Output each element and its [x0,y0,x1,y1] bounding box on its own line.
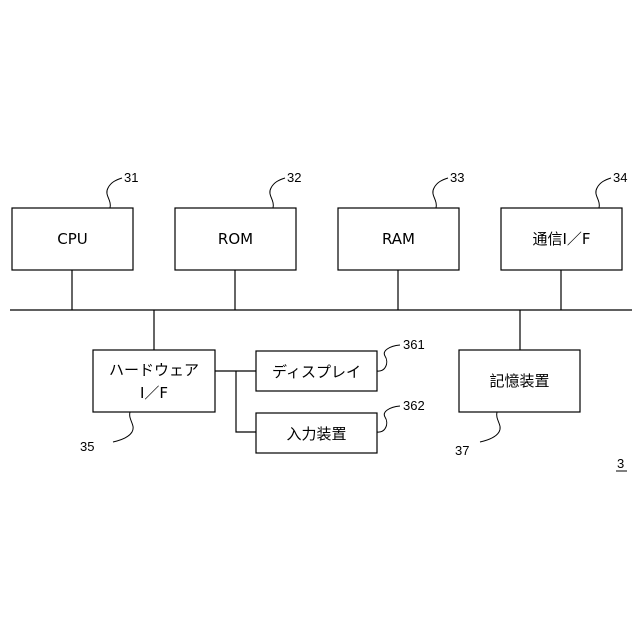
ram-block: RAM 33 [338,170,464,270]
hw-if-label-line1: ハードウェア [109,361,199,379]
hw-if-input-link [236,371,256,432]
hw-if-leader [113,412,133,442]
rom-ref: 32 [287,170,301,185]
rom-leader [270,178,285,208]
rom-label: ROM [218,230,253,248]
cpu-block: CPU 31 [12,170,138,270]
display-block: ディスプレイ 361 [256,337,425,391]
comm-if-label: 通信I／F [532,230,590,248]
display-label: ディスプレイ [272,363,361,381]
ram-leader [433,178,448,208]
input-ref: 362 [403,398,425,413]
input-label: 入力装置 [286,425,346,443]
hw-if-label-line2: I／F [140,384,168,402]
figure-ref: 3 [617,456,624,471]
storage-ref: 37 [455,443,469,458]
ram-label: RAM [382,230,415,248]
input-leader [377,406,400,432]
storage-leader [480,412,500,442]
storage-label: 記憶装置 [489,372,549,390]
comm-if-block: 通信I／F 34 [501,170,627,270]
cpu-label: CPU [57,230,88,248]
ram-ref: 33 [450,170,464,185]
comm-if-leader [596,178,611,208]
storage-block: 記憶装置 37 [455,350,580,458]
cpu-ref: 31 [124,170,138,185]
comm-if-ref: 34 [613,170,627,185]
hw-if-ref: 35 [80,439,94,454]
display-leader [377,345,400,371]
cpu-leader [107,178,122,208]
input-block: 入力装置 362 [256,398,425,453]
display-ref: 361 [403,337,425,352]
hw-if-block: ハードウェア I／F 35 [80,350,215,454]
rom-block: ROM 32 [175,170,301,270]
